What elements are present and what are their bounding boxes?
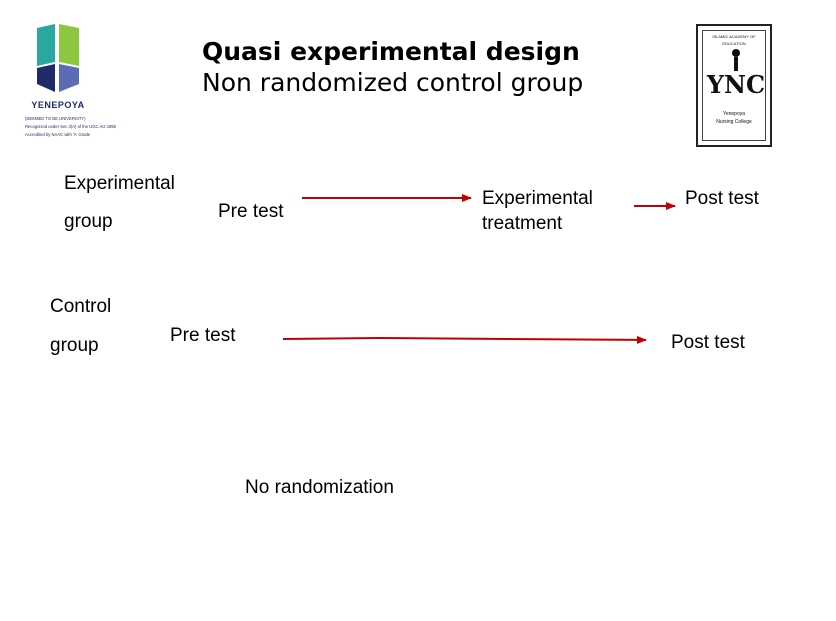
- yenepoya-university-logo: YENEPOYA (DEEMED TO BE UNIVERSITY) Recog…: [25, 22, 145, 154]
- control-posttest-label: Post test: [671, 332, 745, 353]
- arrow-control-pretest-to-posttest: [282, 335, 647, 344]
- yenepoya-nursing-college-logo: ISLAMIC ACADEMY OF EDUCATION YNC Yenepoy…: [696, 24, 772, 147]
- logo-right-frame: ISLAMIC ACADEMY OF EDUCATION YNC Yenepoy…: [702, 30, 766, 141]
- logo-left-line-2: Recognized under Sec 3(A) of the UGC Act…: [25, 124, 117, 129]
- logo-right-top-text: ISLAMIC ACADEMY OF EDUCATION: [712, 34, 756, 46]
- control-pretest-label: Pre test: [170, 325, 236, 346]
- logo-left-name: YENEPOYA: [31, 100, 85, 110]
- experimental-group-label-line-2: group: [64, 211, 113, 232]
- yenepoya-emblem-icon: [37, 24, 79, 92]
- control-group-label-line-1: Control: [50, 296, 112, 317]
- title-line-2: Non randomized control group: [202, 68, 584, 97]
- experimental-treatment-line-1: Experimental: [482, 188, 593, 209]
- no-randomization-note: No randomization: [245, 477, 394, 498]
- experimental-posttest-label: Post test: [685, 188, 759, 209]
- control-group-label-line-2: group: [50, 335, 99, 356]
- logo-right-monogram: YNC: [706, 70, 765, 99]
- experimental-treatment-line-2: treatment: [482, 213, 563, 234]
- logo-right-bottom-line-1: Yenepoya: [722, 111, 746, 117]
- ync-monogram-icon: YNC: [706, 49, 765, 99]
- experimental-group-label-line-1: Experimental: [64, 173, 175, 194]
- experimental-pretest-label: Pre test: [218, 201, 284, 222]
- title-line-1: Quasi experimental design: [202, 37, 580, 66]
- logo-right-bottom-line-2: Nursing College: [716, 119, 752, 125]
- slide-title: Quasi experimental design Non randomized…: [202, 36, 583, 98]
- logo-left-line-3: Accredited by NAAC with 'A' Grade: [25, 132, 91, 137]
- logo-left-line-1: (DEEMED TO BE UNIVERSITY): [25, 116, 86, 121]
